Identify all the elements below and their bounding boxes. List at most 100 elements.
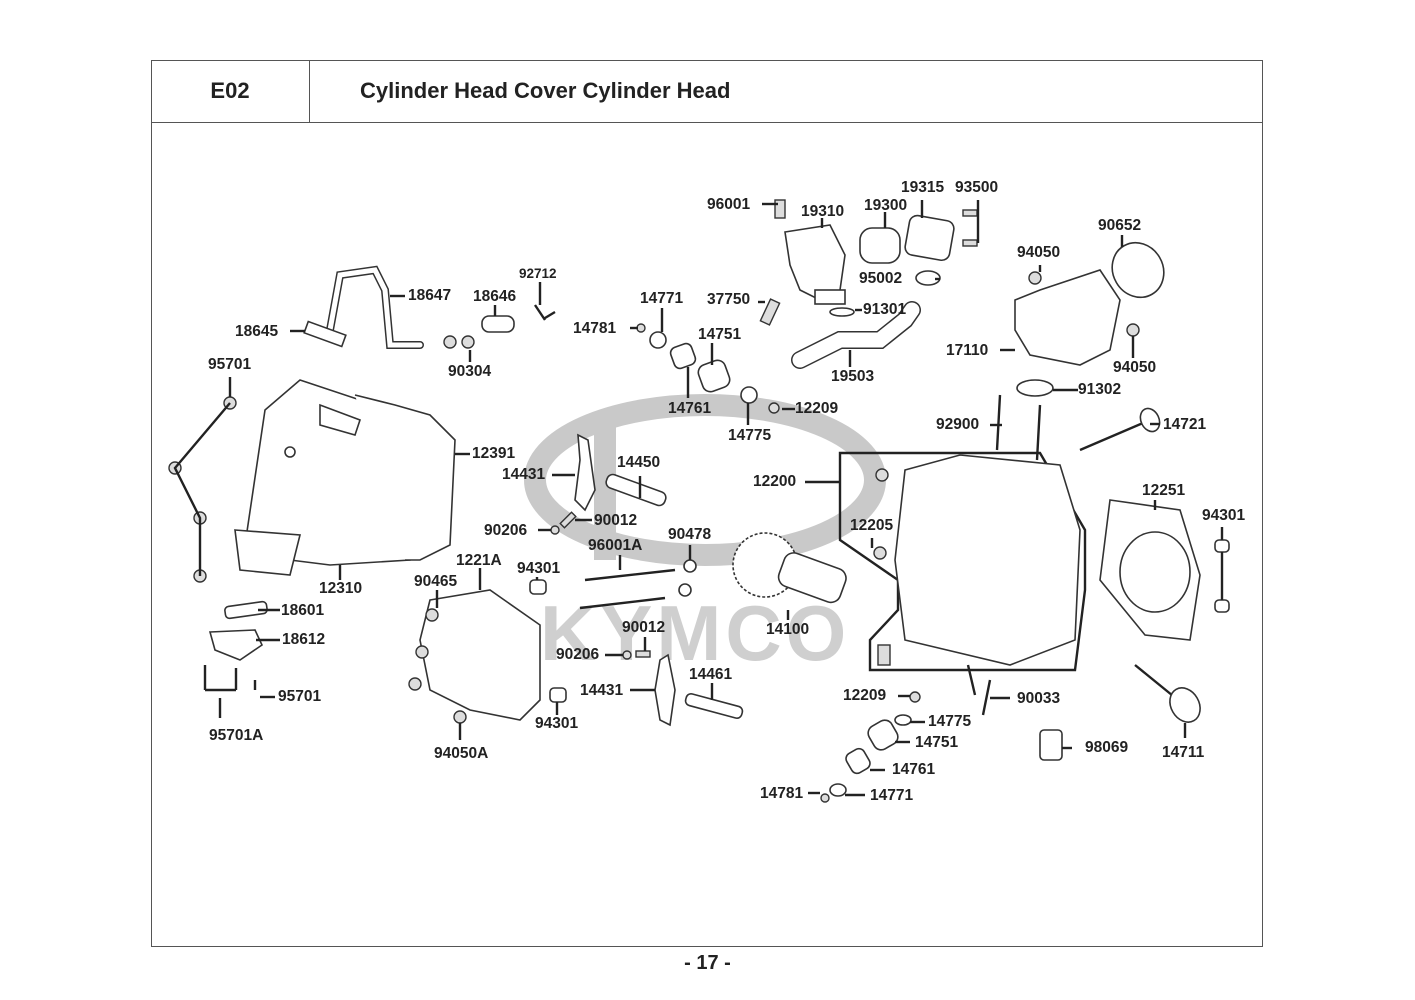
rocker-arm-14431-upper [574,433,596,512]
nut-94050A [453,710,467,724]
part-label[interactable]: 12200 [753,473,797,490]
part-label[interactable]: 96001 [707,196,751,213]
dowel-94301-lower [549,687,567,703]
part-label[interactable]: 14431 [580,682,624,699]
valve-head-14721 [1139,407,1161,433]
part-label[interactable]: 95701 [278,688,322,705]
part-label[interactable]: 14761 [668,400,712,417]
head-bolt-upper [875,468,889,482]
nut-90465-1 [425,608,439,622]
part-label[interactable]: 94050A [434,745,489,762]
part-label[interactable]: 12251 [1142,482,1186,499]
part-label[interactable]: 14781 [573,320,617,337]
part-label[interactable]: 93500 [955,179,999,196]
part-label[interactable]: 95002 [859,270,903,287]
thermostat-cover-19315 [904,214,955,262]
part-label[interactable]: 94301 [535,715,579,732]
part-label[interactable]: 19300 [864,197,908,214]
clamp-90652 [1111,241,1165,299]
part-label[interactable]: 12205 [850,517,894,534]
diagram-frame [151,60,1263,947]
part-label[interactable]: 14721 [1163,416,1207,433]
seat-14775-lower [894,714,912,726]
dowel-94301-right-a [1214,539,1230,553]
thermostat-housing-19310 [784,224,846,301]
part-label[interactable]: 14461 [689,666,733,683]
part-label[interactable]: 94301 [1202,507,1246,524]
part-label[interactable]: 90465 [414,573,458,590]
part-label[interactable]: 14431 [502,466,546,483]
housing-outlet [814,289,846,305]
part-label[interactable]: 12310 [319,580,363,597]
part-label[interactable]: 18612 [282,631,326,648]
part-label[interactable]: 14775 [928,713,972,730]
nut-90206-lower [622,650,632,660]
part-label[interactable]: 14751 [698,326,742,343]
part-label[interactable]: 90206 [556,646,600,663]
part-label[interactable]: 92900 [936,416,980,433]
part-label[interactable]: 98069 [1085,739,1129,756]
part-label[interactable]: 90012 [594,512,638,529]
part-label[interactable]: 12391 [472,445,516,462]
watermark-text: KYMCO [540,589,850,677]
gasket-bore [1119,531,1191,613]
bolts-96001A [579,568,676,610]
part-label[interactable]: 37750 [707,291,751,308]
bolt-93500-top [962,209,978,217]
part-label[interactable]: 14100 [766,621,810,638]
gasket-18601 [224,600,268,620]
part-label[interactable]: 18601 [281,602,325,619]
part-label[interactable]: 94301 [517,560,561,577]
part-label[interactable]: 18645 [235,323,279,340]
nut-90465-3 [408,677,422,691]
part-label[interactable]: 90033 [1017,690,1061,707]
part-label[interactable]: 90206 [484,522,528,539]
part-label[interactable]: 95701 [208,356,252,373]
spring-14751-upper [697,359,731,393]
washer-90478-a [683,559,697,573]
part-label[interactable]: 1221A [456,552,502,569]
part-label[interactable]: 14450 [617,454,661,471]
part-label[interactable]: 90012 [622,619,666,636]
part-label[interactable]: 12209 [843,687,887,704]
part-label[interactable]: 14771 [640,290,684,307]
page-title: Cylinder Head Cover Cylinder Head [310,60,1263,123]
part-label[interactable]: 94050 [1017,244,1061,261]
part-label[interactable]: 95701A [209,727,264,744]
part-label[interactable]: 90304 [448,363,492,380]
part-label[interactable]: 19315 [901,179,945,196]
spring-14761-lower [845,747,871,775]
part-label[interactable]: 92712 [519,266,557,281]
part-label[interactable]: 14775 [728,427,772,444]
leader-lines [218,200,1224,797]
part-label[interactable]: 18647 [408,287,452,304]
seal-12209-upper [768,402,780,414]
part-label[interactable]: 96001A [588,537,643,554]
part-label[interactable]: 91302 [1078,381,1122,398]
part-label[interactable]: 91301 [863,301,907,318]
part-label[interactable]: 14751 [915,734,959,751]
part-label[interactable]: 14771 [870,787,914,804]
rocker-shaft-14461 [684,693,744,719]
part-label[interactable]: 19503 [831,368,875,385]
seal-12209-lower [909,691,921,703]
screw-90012-lower [635,650,651,658]
spring-14751-lower [867,719,899,751]
part-label[interactable]: 17110 [946,342,989,359]
screw-90012-upper [559,511,577,529]
part-label[interactable]: 12209 [795,400,839,417]
part-label[interactable]: 19310 [801,203,845,220]
part-label[interactable]: 14711 [1162,744,1205,761]
part-label[interactable]: 14781 [760,785,804,802]
part-label[interactable]: 14761 [892,761,936,778]
dowel-94301-right-b [1214,599,1230,613]
part-label[interactable]: 94050 [1113,359,1157,376]
head-fitting-lower [877,644,891,666]
valve-head-14711 [1169,687,1201,723]
part-label[interactable]: 90478 [668,526,712,543]
breather-gasket-18645 [303,320,347,348]
sensor-37750 [759,298,781,326]
kymco-watermark: KYMCO [524,394,886,677]
part-label[interactable]: 18646 [473,288,517,305]
part-label[interactable]: 90652 [1098,217,1142,234]
